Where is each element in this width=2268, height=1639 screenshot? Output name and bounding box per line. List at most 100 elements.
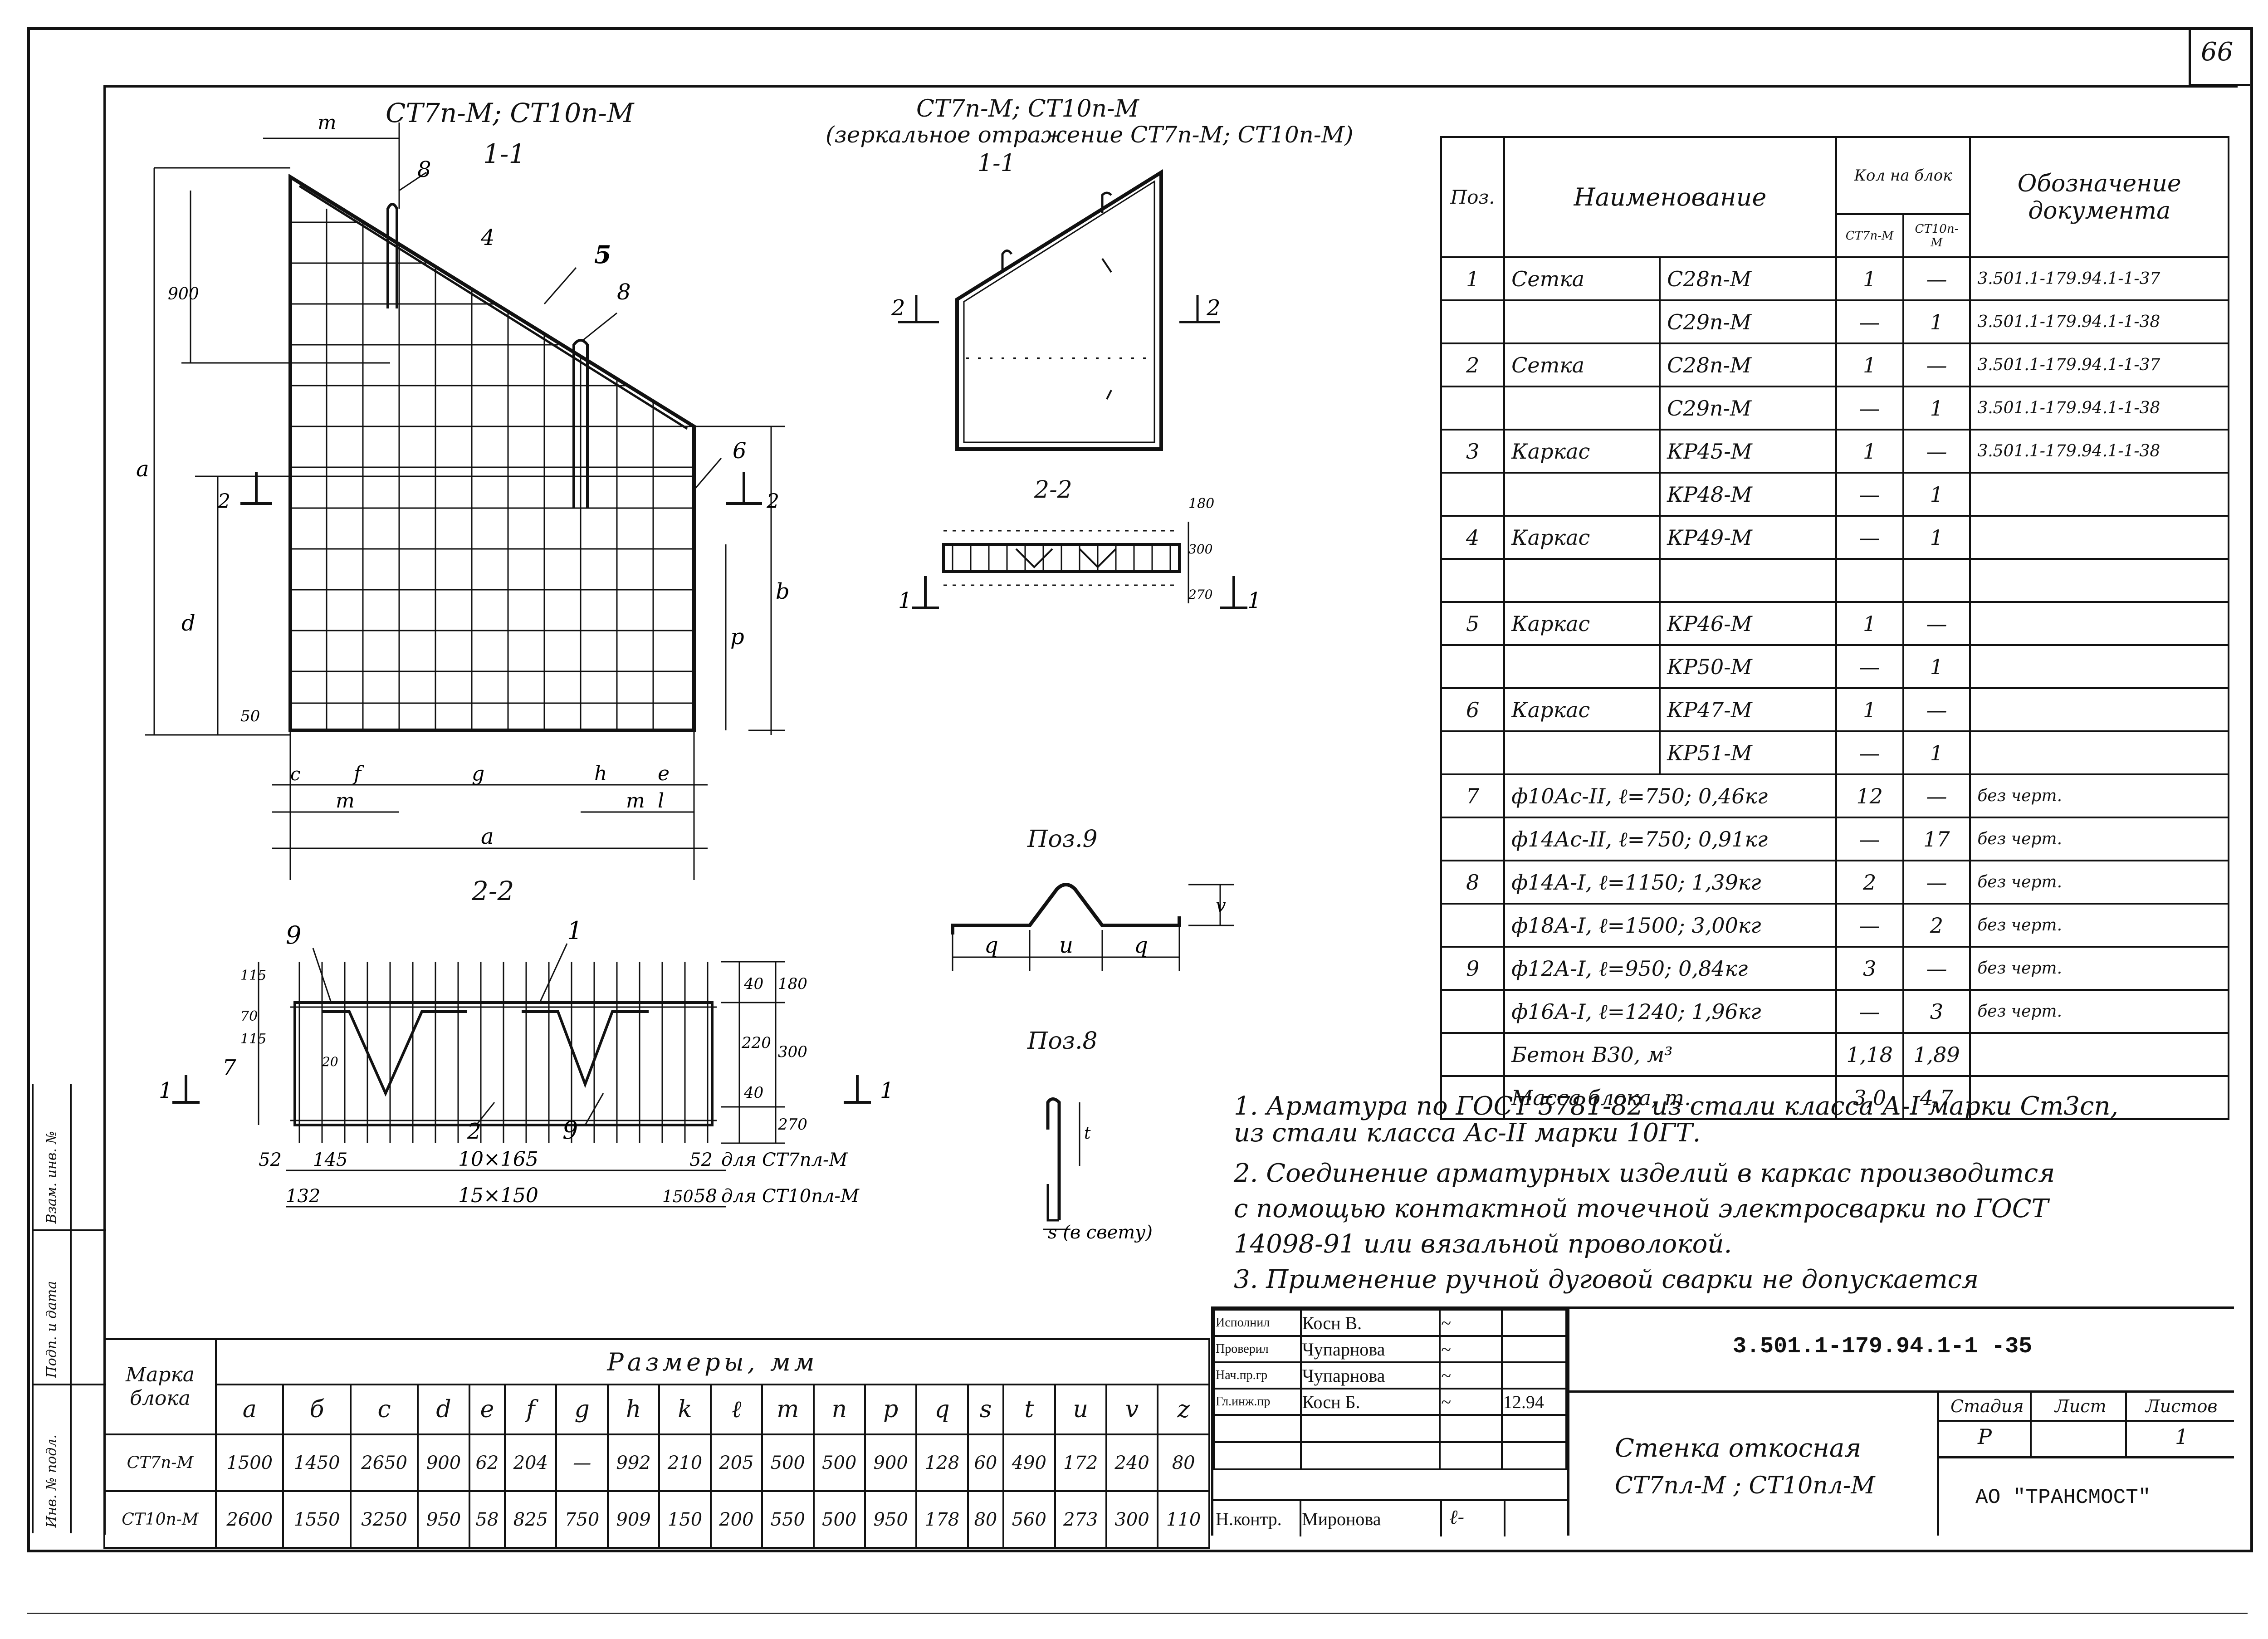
spec-doc: 3.501.1-179.94.1-1-37 [1969, 342, 2229, 387]
spec-qty2: 1 [1902, 730, 1971, 775]
bottom1-52b: 52 [689, 1150, 713, 1170]
doc-code-box: 3.501.1-179.94.1-1 -35 [1569, 1309, 2234, 1393]
spec-doc: без черт. [1969, 946, 2229, 991]
dims-column-header: g [555, 1384, 609, 1435]
left-dim-115a: 115 [240, 968, 266, 983]
spec-pos: 2 [1440, 342, 1505, 387]
section-22-label: 2-2 [472, 876, 514, 906]
section-cut-left: 1 [159, 1078, 173, 1103]
spec-header-qty2: СТ10п-М [1902, 213, 1971, 258]
spec-qty2: — [1902, 601, 1971, 646]
sheet-label: Лист [2055, 1396, 2107, 1416]
spec-code: С29п-М [1659, 386, 1837, 431]
pos9-label: Поз.9 [1027, 826, 1098, 853]
control-row: Н.контр. Миронова ℓ- [1213, 1499, 1567, 1536]
spec-qty1: 3 [1835, 946, 1904, 991]
spec-doc [1969, 730, 2229, 775]
dims-column-header: f [504, 1384, 557, 1435]
bottom2-150: 150 [662, 1188, 694, 1206]
stage-value: Р [1978, 1424, 1992, 1449]
note-2c: 14098-91 или вязальной проволокой. [1234, 1229, 1732, 1259]
spec-pos [1440, 989, 1505, 1034]
callout-5: 5 [594, 240, 611, 269]
mirror-cut-right: 2 [1206, 295, 1221, 321]
signature-mark: ~ [1438, 1335, 1503, 1363]
spec-qty2 [1902, 558, 1971, 603]
right-dim-40b: 40 [743, 1084, 763, 1102]
page-number: 66 [2201, 37, 2234, 67]
spec-qty2: 1 [1902, 299, 1971, 344]
spec-doc [1969, 472, 2229, 517]
spec-qty1: 1,18 [1835, 1032, 1904, 1077]
dims-column-header: ℓ [709, 1384, 763, 1435]
spec-name: Каркас [1503, 429, 1661, 474]
spec-name [1503, 644, 1661, 689]
spec-name [1503, 299, 1661, 344]
spec-code: С29п-М [1659, 299, 1837, 344]
dims-column-header: d [417, 1384, 470, 1435]
right-dim-180: 180 [778, 975, 807, 993]
signature-role: Исполнил [1213, 1309, 1302, 1337]
spec-qty1: — [1835, 730, 1904, 775]
dim-h: h [594, 762, 607, 785]
spec-code: КР47-М [1659, 687, 1837, 732]
mirror-section-label: 1-1 [978, 150, 1016, 177]
section-callout-2: 2 [467, 1119, 481, 1144]
dims-value: 150 [658, 1490, 712, 1549]
spec-code: КР50-М [1659, 644, 1837, 689]
spec-qty2: 2 [1902, 903, 1971, 948]
pos9-q2: q [1134, 933, 1148, 958]
dims-value: 1450 [282, 1434, 352, 1492]
dim-a-left: a [136, 456, 149, 482]
section-callout-7: 7 [222, 1055, 236, 1081]
spec-row [1440, 558, 2229, 603]
spec-qty2: — [1902, 773, 1971, 818]
dims-title: Размеры, мм [215, 1338, 1210, 1385]
dims-value: 900 [864, 1434, 918, 1492]
control-name: Миронова [1302, 1509, 1381, 1529]
signature-name: Косн Б. [1300, 1388, 1441, 1416]
spec-qty1: 1 [1835, 687, 1904, 732]
dims-value: 80 [1157, 1434, 1210, 1492]
spec-qty1: — [1835, 989, 1904, 1034]
callout-6: 6 [733, 438, 747, 464]
note-2: 2. Соединение арматурных изделий в карка… [1234, 1159, 2055, 1188]
control-role: Н.контр. [1216, 1509, 1282, 1529]
section-cut-right: 1 [880, 1078, 894, 1103]
bottom2-15x150: 15×150 [458, 1184, 538, 1207]
spec-doc: без черт. [1969, 903, 2229, 948]
side-stamp-text-2: Подп. и дата [44, 1281, 60, 1378]
signature-role: Проверил [1213, 1335, 1302, 1363]
section-callout-1: 1 [567, 916, 582, 945]
pos8-label: Поз.8 [1027, 1027, 1098, 1055]
dims-value: 62 [468, 1434, 506, 1492]
dim-m-bottom-left: m [336, 789, 355, 812]
spec-table: Поз. Наименование Кол на блок Обозначени… [1440, 136, 2229, 1120]
dims-column-header: v [1105, 1384, 1159, 1435]
dims-value: 205 [709, 1434, 763, 1492]
callout-8a: 8 [417, 157, 431, 182]
dim-d-left: d [181, 611, 196, 636]
spec-qty1 [1835, 558, 1904, 603]
dims-value: 80 [967, 1490, 1005, 1549]
spec-name: ф16А-I, ℓ=1240; 1,96кг [1503, 989, 1837, 1034]
doc-title-box: Стенка откосная СТ7пл-М ; СТ10пл-М [1569, 1393, 1937, 1536]
sheets-value: 1 [2175, 1424, 2189, 1449]
signature-date: 12.94 [1501, 1388, 1568, 1416]
spec-qty2: — [1902, 256, 1971, 301]
small-cut-right: 1 [1247, 588, 1261, 613]
control-signature: ℓ- [1449, 1506, 1465, 1529]
right-dim-40a: 40 [743, 975, 763, 993]
spec-name: Бетон В30, м³ [1503, 1032, 1837, 1077]
dims-column-header: e [468, 1384, 506, 1435]
spec-row: КР50-М—1 [1440, 644, 2229, 689]
